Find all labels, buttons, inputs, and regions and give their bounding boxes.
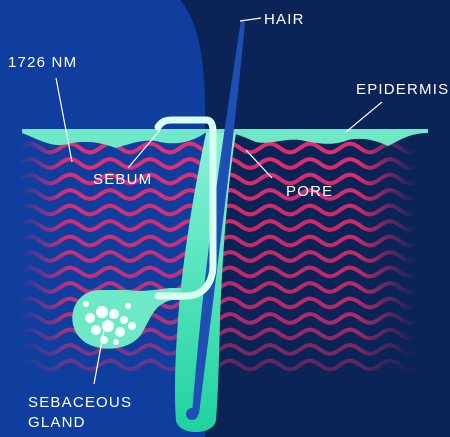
- label-wavelength: 1726 NM: [8, 54, 77, 71]
- label-sebum: SEBUM: [93, 171, 152, 188]
- label-gland-line2: GLAND: [28, 414, 86, 431]
- label-epidermis: EPIDERMIS: [356, 81, 449, 98]
- label-hair: HAIR: [264, 11, 305, 28]
- hair-bulb: [186, 408, 198, 420]
- label-pore: PORE: [286, 183, 333, 200]
- label-gland-line1: SEBACEOUS: [28, 394, 132, 411]
